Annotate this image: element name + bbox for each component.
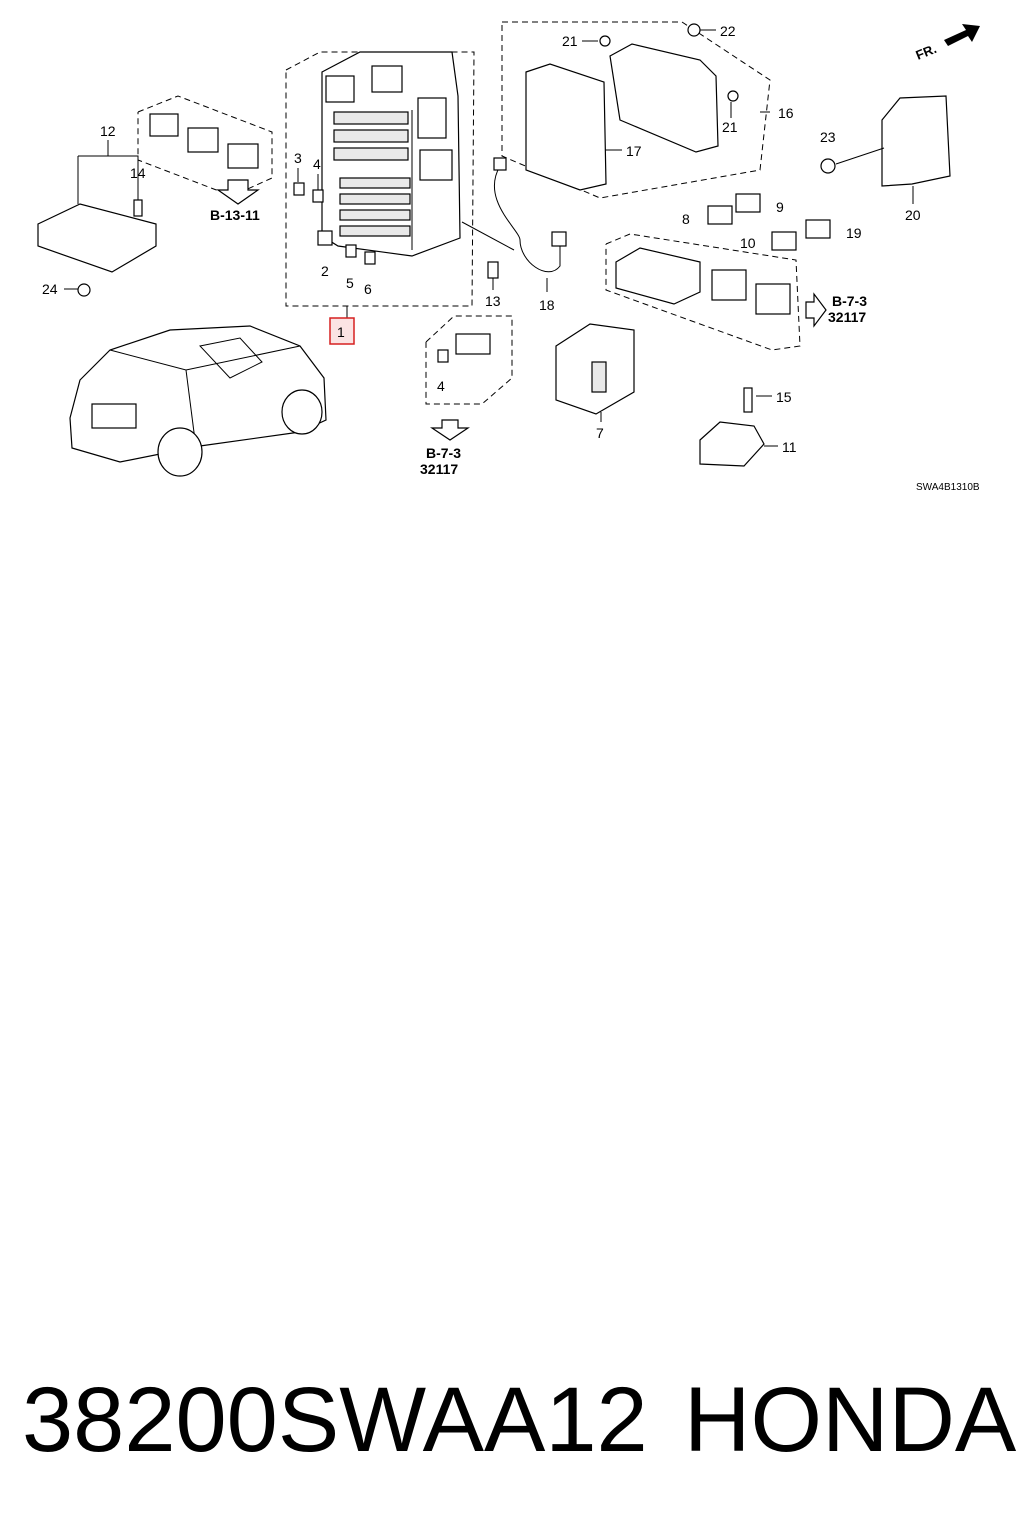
module-17 (525, 63, 607, 191)
fuse-small-2 (317, 230, 333, 246)
bolt-21-right (727, 90, 739, 102)
callout-1: 1 (337, 324, 345, 340)
bolt-15 (743, 387, 753, 413)
front-label: FR. (914, 41, 939, 63)
callout-10: 10 (740, 235, 756, 251)
callout-6: 6 (364, 281, 372, 297)
callout-7: 7 (596, 425, 604, 441)
parts-diagram: 1 3 4 2 5 6 B-13-11 12 14 24 16 17 21 (37, 21, 980, 493)
bolt-21-top (599, 35, 611, 47)
callout-24: 24 (42, 281, 58, 297)
ref-b-7-3-a: B-7-3 (426, 445, 461, 461)
callout-9: 9 (776, 199, 784, 215)
fuse-box-illustration (321, 51, 461, 257)
callout-2: 2 (321, 263, 329, 279)
front-direction-indicator: FR. (914, 24, 980, 63)
unit-group-20: 20 23 (820, 95, 951, 223)
relay-9 (735, 193, 761, 213)
callout-5: 5 (346, 275, 354, 291)
diagram-code: SWA4B1310B (916, 482, 980, 493)
clip-14 (133, 199, 143, 217)
connector-a (711, 269, 747, 301)
callout-11: 11 (782, 439, 797, 455)
bolt-13 (487, 261, 499, 279)
relay-8 (707, 205, 733, 225)
control-unit-12 (37, 203, 157, 273)
callout-4-second: 4 (437, 378, 445, 394)
bolt-24 (77, 283, 91, 297)
caption: 38200SWAA12 HONDA (0, 1360, 1024, 1480)
callout-22: 22 (720, 23, 736, 39)
unit-20 (881, 95, 951, 187)
callout-12: 12 (100, 123, 116, 139)
ref-code-32117-a: 32117 (420, 461, 458, 477)
ref-b-7-3-b: B-7-3 (832, 293, 867, 309)
connector-group-right: B-7-3 32117 (605, 233, 867, 351)
harness-18: 18 (493, 157, 567, 313)
sensor-group-11: 11 15 (699, 387, 797, 467)
relay-group-left: B-13-11 12 14 24 (37, 95, 273, 297)
callout-8: 8 (682, 211, 690, 227)
ref-code-32117-b: 32117 (828, 309, 866, 325)
callout-3: 3 (294, 150, 302, 166)
callout-19: 19 (846, 225, 862, 241)
relay-group-right: 8 9 10 19 (682, 193, 862, 251)
fuse-small-5 (345, 244, 357, 258)
nut-22 (687, 23, 701, 37)
callout-23: 23 (820, 129, 836, 145)
callout-4: 4 (313, 156, 321, 172)
front-arrow-icon (944, 24, 980, 46)
callout-20: 20 (905, 207, 921, 223)
relay-19 (805, 219, 831, 239)
wire-13: 13 (461, 221, 515, 309)
callout-17: 17 (626, 143, 642, 159)
control-unit-7: 7 (555, 323, 635, 441)
fuse-small-3 (293, 182, 305, 196)
callout-14: 14 (130, 165, 146, 181)
fuse-small-4 (312, 189, 324, 203)
part-number: 38200SWAA12 (22, 1369, 648, 1471)
arrow-right-b73-b (805, 292, 827, 328)
callout-16: 16 (778, 105, 794, 121)
relay-10 (771, 231, 797, 251)
nut-23 (820, 158, 836, 174)
callout-21-second: 21 (722, 119, 738, 135)
connector-group-4: 4 B-7-3 32117 (420, 315, 513, 477)
callout-21: 21 (562, 33, 578, 49)
callout-1-highlight (329, 317, 355, 345)
callout-15: 15 (776, 389, 792, 405)
fuse-block (615, 247, 701, 305)
fuse-small-6 (364, 251, 376, 265)
brand-name: HONDA (684, 1369, 1017, 1471)
bracket-16 (609, 43, 719, 153)
ref-b-13-11: B-13-11 (210, 207, 260, 223)
connector-b (755, 283, 791, 315)
callout-13: 13 (485, 293, 501, 309)
fuse-box-group: 1 3 4 2 5 6 (285, 51, 475, 345)
arrow-down-b73-a (430, 419, 470, 441)
vehicle-illustration (69, 325, 327, 477)
arrow-down-b1311 (216, 179, 260, 205)
sensor-11 (699, 421, 765, 467)
module-group-16: 16 17 21 22 21 (501, 21, 794, 199)
callout-18: 18 (539, 297, 555, 313)
